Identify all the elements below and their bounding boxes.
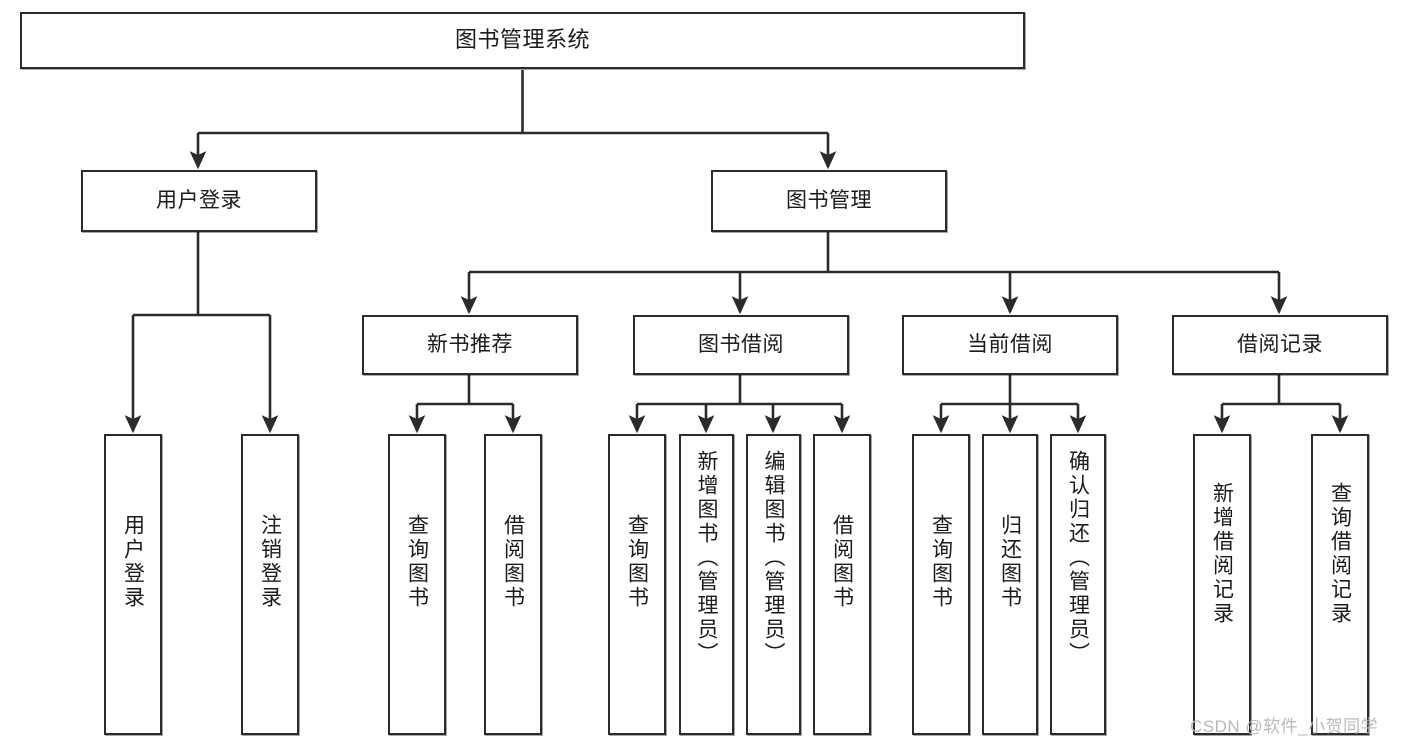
leaf-user-logout[interactable]: 注销登录 [241, 434, 299, 735]
leaf-edit-book[interactable]: 编辑图书（管理员） [746, 434, 801, 735]
node-new-book-rec[interactable]: 新书推荐 [362, 315, 578, 375]
node-user-login[interactable]: 用户登录 [81, 170, 317, 232]
node-book-manage[interactable]: 图书管理 [711, 170, 947, 232]
leaf-borrow-book-2-label: 借阅图书 [830, 514, 854, 610]
leaf-query-record[interactable]: 查询借阅记录 [1311, 434, 1369, 735]
leaf-add-book[interactable]: 新增图书（管理员） [679, 434, 734, 735]
leaf-query-book-3-label: 查询图书 [929, 514, 953, 610]
leaf-return-book-label: 归还图书 [998, 514, 1022, 610]
leaf-add-book-label: 新增图书（管理员） [695, 450, 718, 666]
leaf-add-record[interactable]: 新增借阅记录 [1193, 434, 1251, 735]
leaf-borrow-book-1[interactable]: 借阅图书 [484, 434, 542, 735]
node-borrow-record-label: 借阅记录 [1237, 333, 1323, 357]
leaf-user-logout-label: 注销登录 [258, 514, 282, 610]
leaf-query-book-2-label: 查询图书 [625, 514, 649, 610]
node-borrow-record[interactable]: 借阅记录 [1172, 315, 1388, 375]
leaf-borrow-book-1-label: 借阅图书 [501, 514, 525, 610]
node-book-borrow[interactable]: 图书借阅 [633, 315, 849, 375]
leaf-query-book-3[interactable]: 查询图书 [912, 434, 970, 735]
node-new-book-rec-label: 新书推荐 [427, 333, 513, 357]
leaf-confirm-return[interactable]: 确认归还（管理员） [1050, 434, 1106, 735]
leaf-edit-book-label: 编辑图书（管理员） [762, 450, 785, 666]
leaf-user-login[interactable]: 用户登录 [104, 434, 162, 735]
leaf-query-book-1-label: 查询图书 [405, 514, 429, 610]
leaf-add-record-label: 新增借阅记录 [1210, 482, 1234, 626]
node-current-borrow-label: 当前借阅 [967, 333, 1053, 357]
leaf-query-record-label: 查询借阅记录 [1328, 482, 1352, 626]
leaf-confirm-return-label: 确认归还（管理员） [1066, 450, 1090, 666]
node-book-borrow-label: 图书借阅 [698, 333, 784, 357]
node-user-login-label: 用户登录 [156, 189, 242, 213]
node-book-manage-label: 图书管理 [786, 189, 872, 213]
node-root[interactable]: 图书管理系统 [20, 12, 1025, 69]
leaf-query-book-1[interactable]: 查询图书 [388, 434, 446, 735]
leaf-borrow-book-2[interactable]: 借阅图书 [813, 434, 871, 735]
node-current-borrow[interactable]: 当前借阅 [902, 315, 1118, 375]
leaf-user-login-label: 用户登录 [121, 514, 145, 610]
node-root-label: 图书管理系统 [454, 27, 590, 53]
leaf-return-book[interactable]: 归还图书 [982, 434, 1038, 735]
leaf-query-book-2[interactable]: 查询图书 [608, 434, 666, 735]
